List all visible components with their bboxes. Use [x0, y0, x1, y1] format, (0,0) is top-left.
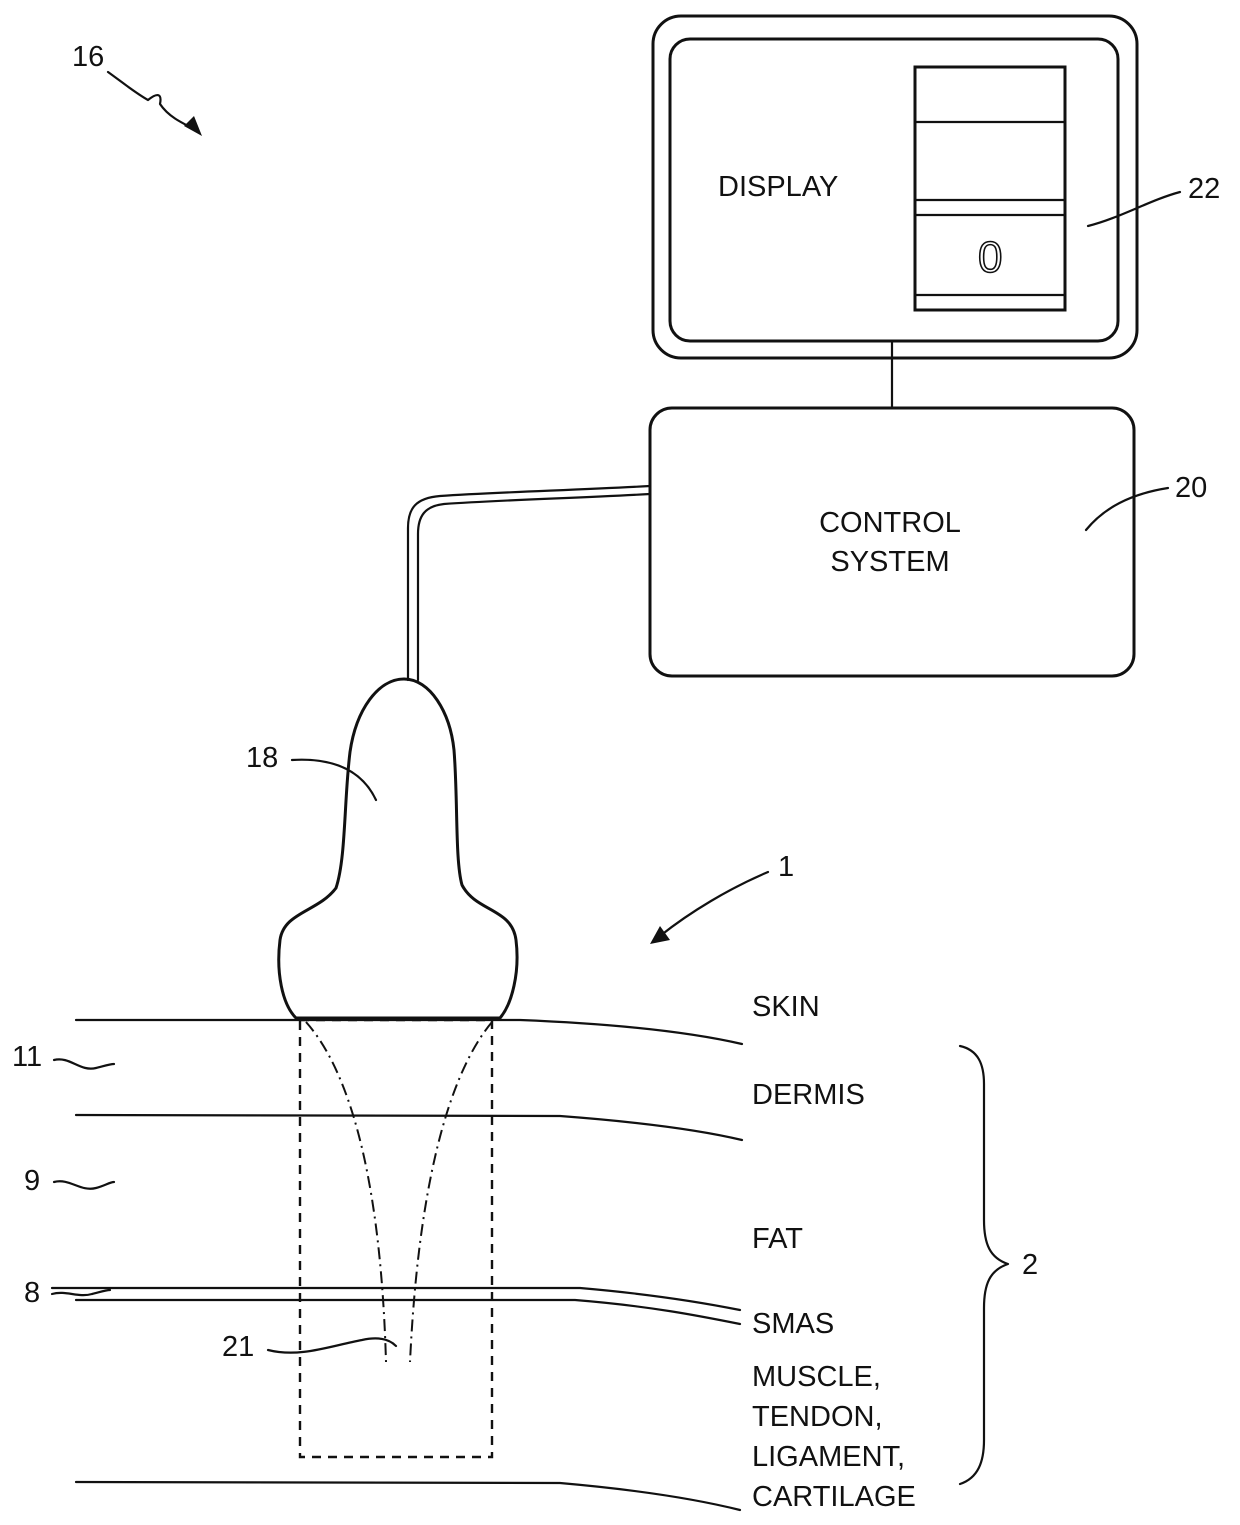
control-label-line1: CONTROL [819, 507, 961, 539]
ref-8: 8 [24, 1277, 40, 1309]
leader-18 [292, 760, 376, 800]
display-unit: DISPLAY 0 [653, 16, 1137, 358]
label-fat: FAT [752, 1223, 803, 1255]
leader-20 [1086, 488, 1168, 530]
label-skin: SKIN [752, 991, 820, 1023]
leader-8 [52, 1290, 110, 1295]
deep-layer-boundary [76, 1482, 740, 1510]
ref-2: 2 [1022, 1249, 1038, 1281]
display-label: DISPLAY [718, 171, 838, 203]
label-cartilage: CARTILAGE [752, 1481, 916, 1513]
arrowhead-16 [184, 116, 202, 136]
leader-1 [660, 872, 768, 936]
leader-21 [268, 1338, 396, 1352]
label-dermis: DERMIS [752, 1079, 865, 1111]
tissue-brace [960, 1046, 1008, 1484]
ref-21: 21 [222, 1331, 254, 1363]
display-panel: 0 [915, 67, 1065, 310]
ref-20: 20 [1175, 472, 1207, 504]
ref-1: 1 [778, 851, 794, 883]
ultrasound-probe [279, 679, 517, 1018]
label-muscle: MUSCLE, [752, 1361, 881, 1393]
probe-cable [408, 486, 650, 680]
beam-left [306, 1022, 386, 1362]
label-tendon: TENDON, [752, 1401, 883, 1433]
leader-16 [108, 72, 196, 130]
control-label-line2: SYSTEM [830, 546, 949, 578]
control-system-frame [650, 408, 1134, 676]
skin-surface-line [76, 1020, 742, 1044]
label-ligament: LIGAMENT, [752, 1441, 905, 1473]
smas-lower-line [76, 1300, 740, 1324]
treatment-zone-outline [300, 1020, 492, 1457]
ref-22: 22 [1188, 173, 1220, 205]
display-digit: 0 [978, 233, 1002, 282]
label-smas: SMAS [752, 1308, 834, 1340]
leader-9 [54, 1181, 114, 1188]
arrowhead-1 [650, 926, 670, 944]
leader-11 [54, 1059, 114, 1068]
ref-9: 9 [24, 1165, 40, 1197]
dermis-fat-boundary [76, 1115, 742, 1140]
ref-11: 11 [12, 1041, 42, 1073]
ref-18: 18 [246, 742, 278, 774]
control-system-box: CONTROL SYSTEM [650, 408, 1134, 676]
leader-22 [1088, 192, 1180, 226]
ref-16: 16 [72, 41, 104, 73]
beam-right [410, 1022, 492, 1362]
